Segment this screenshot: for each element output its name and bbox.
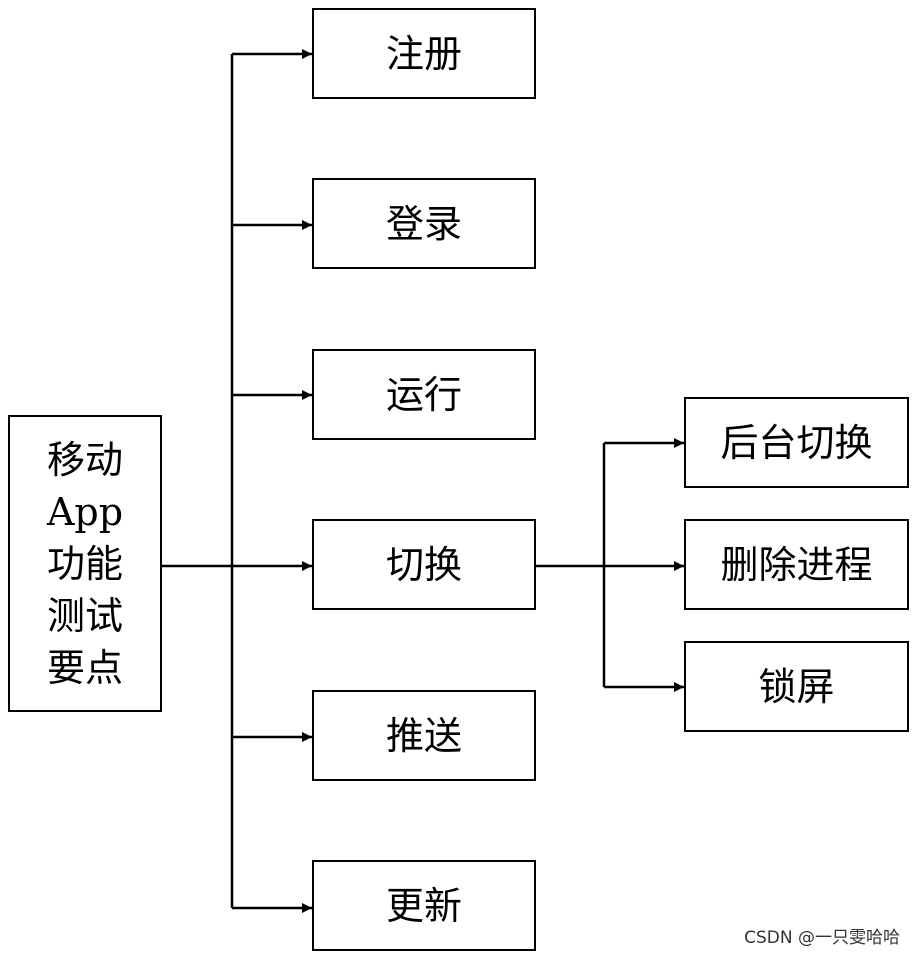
node-label: 运行	[385, 372, 462, 417]
node-switch: 切换	[312, 519, 536, 610]
node-label: 后台切换	[720, 420, 873, 465]
node-label: 登录	[385, 201, 462, 246]
node-label: 推送	[385, 713, 462, 758]
node-kill-process: 删除进程	[684, 519, 909, 610]
root-line-3: 功能	[46, 541, 123, 586]
node-update: 更新	[312, 860, 536, 951]
node-background-switch: 后台切换	[684, 397, 909, 488]
root-line-1: 移动	[46, 437, 123, 482]
node-label: 锁屏	[758, 664, 835, 709]
node-run: 运行	[312, 349, 536, 440]
node-register: 注册	[312, 8, 536, 99]
root-node: 移动 App 功能 测试 要点	[8, 415, 162, 712]
watermark: CSDN @一只雯哈哈	[744, 928, 900, 948]
node-label: 更新	[385, 883, 462, 928]
node-push: 推送	[312, 690, 536, 781]
root-line-4: 测试	[46, 593, 123, 638]
node-label: 切换	[385, 542, 462, 587]
node-lock-screen: 锁屏	[684, 641, 909, 732]
node-login: 登录	[312, 178, 536, 269]
node-label: 注册	[385, 31, 462, 76]
root-line-5: 要点	[46, 645, 123, 690]
node-label: 删除进程	[720, 542, 873, 587]
root-line-2: App	[46, 489, 124, 534]
